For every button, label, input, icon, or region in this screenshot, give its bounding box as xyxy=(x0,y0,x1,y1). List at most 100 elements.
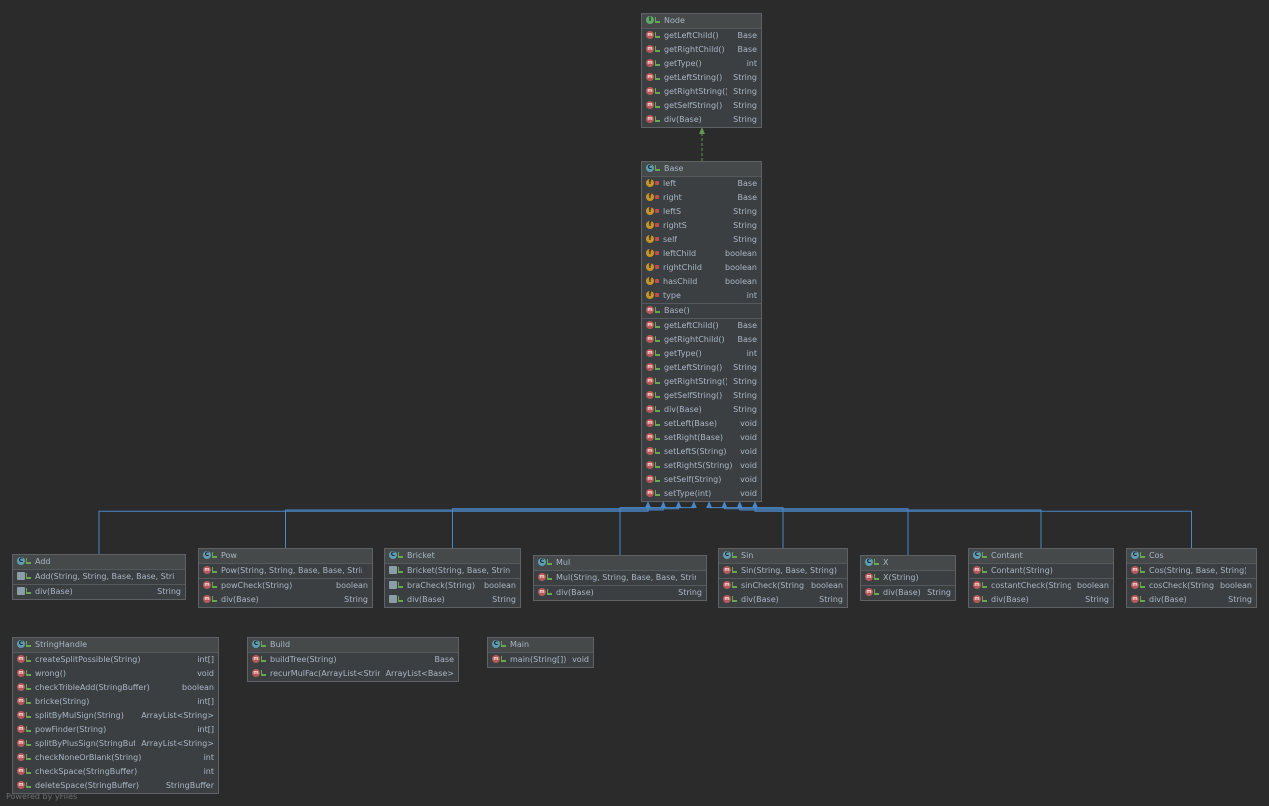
member-type: String xyxy=(678,588,702,597)
method-row[interactable]: div(Base)String xyxy=(13,585,185,599)
inheritance-edge-sin-base[interactable] xyxy=(708,507,784,548)
method-row[interactable]: braCheck(String)boolean xyxy=(385,579,520,593)
inheritance-edge-x-base[interactable] xyxy=(723,508,909,555)
method-row[interactable]: Add(String, String, Base, Base, String) xyxy=(13,570,185,584)
inheritance-edge-cos-base[interactable] xyxy=(754,508,1192,548)
method-row[interactable]: mrecurMulFac(ArrayList<String>)ArrayList… xyxy=(248,667,458,681)
inheritance-edge-add-base[interactable] xyxy=(98,508,649,554)
inheritance-edge-mul-base[interactable] xyxy=(619,507,695,555)
inheritance-edge-bricket-base[interactable] xyxy=(452,508,680,548)
method-row[interactable]: msplitByPlusSign(StringBuffer)ArrayList<… xyxy=(13,737,218,751)
method-icon: m xyxy=(646,362,654,371)
method-row[interactable]: div(Base)String xyxy=(385,593,520,607)
inheritance-edge-pow-base[interactable] xyxy=(285,508,664,548)
inheritance-edge-contant-base[interactable] xyxy=(739,508,1042,548)
method-row[interactable]: Bricket(String, Base, String) xyxy=(385,564,520,578)
